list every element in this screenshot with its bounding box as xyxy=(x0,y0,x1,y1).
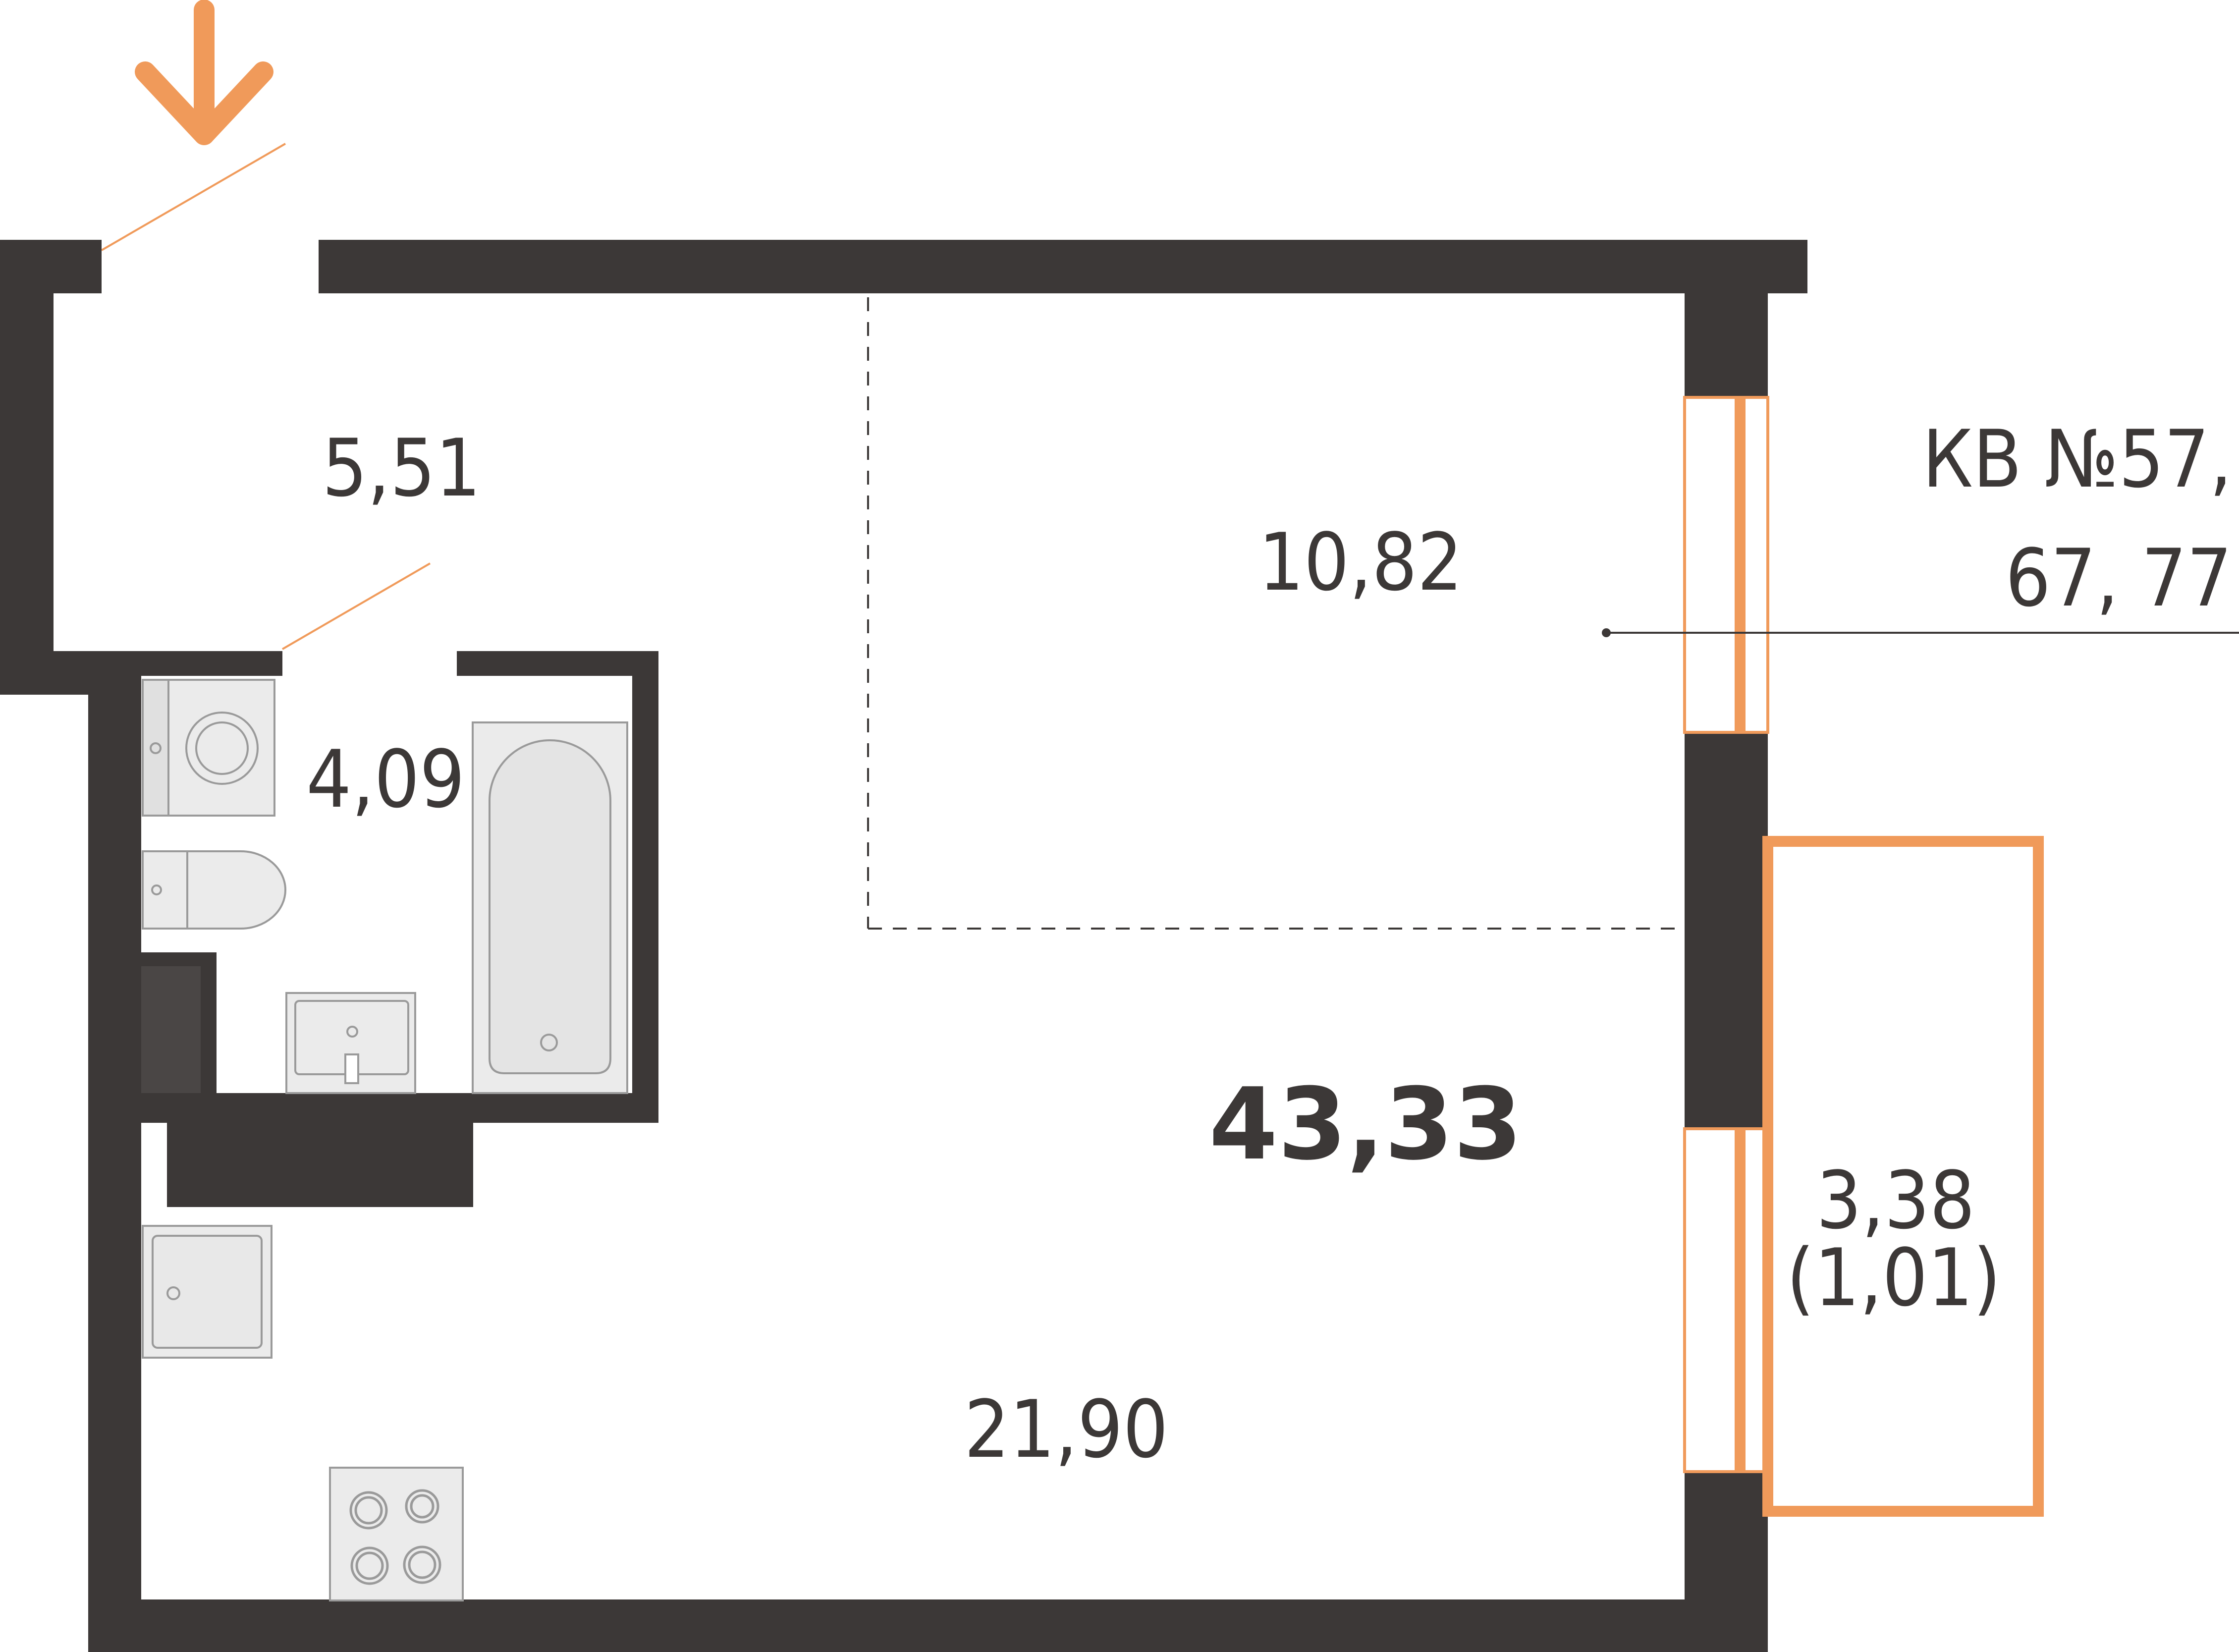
living-kitchen-area: 21,90 xyxy=(964,1383,1168,1476)
washbasin-icon xyxy=(285,992,416,1094)
walls xyxy=(0,240,1807,1652)
total-area: 43,33 xyxy=(1209,1067,1523,1182)
apartment-number-line2: 67, 77 xyxy=(2005,532,2232,624)
bedroom-zone-area: 10,82 xyxy=(1258,516,1463,608)
bathroom-area: 4,09 xyxy=(306,733,465,826)
toilet-icon xyxy=(142,850,286,930)
window-frames xyxy=(1735,397,1745,1472)
balcony-outline xyxy=(1762,836,2044,1517)
apartment-number-line1: КВ №57, xyxy=(1922,413,2232,505)
hall-area: 5,51 xyxy=(322,422,481,514)
balcony-reduced-area: (1,01) xyxy=(1787,1231,2001,1324)
entrance-arrow-icon xyxy=(135,0,273,145)
cooktop-icon xyxy=(329,1467,464,1601)
zone-divider xyxy=(867,297,1685,930)
balcony-area: 3,38 xyxy=(1816,1154,1975,1247)
washing-machine-icon xyxy=(142,679,275,817)
bathtub-icon xyxy=(472,721,628,1094)
windows xyxy=(1683,396,1769,1473)
kitchen-sink-icon xyxy=(142,1225,273,1359)
apartment-leader xyxy=(1602,628,2239,637)
shaft xyxy=(141,966,201,1093)
door-swing-lines xyxy=(101,143,431,650)
